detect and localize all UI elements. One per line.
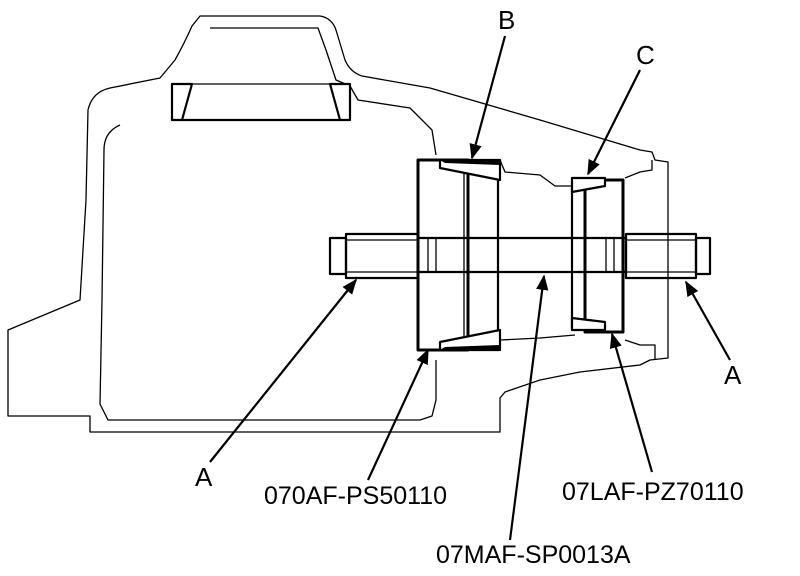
bearing-c-lower bbox=[570, 316, 607, 332]
tool-number-center: 07MAF-SP0013A bbox=[436, 541, 631, 569]
leader-a-right bbox=[685, 280, 731, 361]
shaft-right-end bbox=[694, 236, 712, 276]
labels: B C A A 070AF-PS50110 07LAF-PZ70110 07MA… bbox=[195, 5, 744, 569]
leader-lines bbox=[209, 35, 731, 541]
shaft-left-end bbox=[328, 236, 348, 276]
bearing-c bbox=[570, 176, 607, 332]
housing-right-step bbox=[624, 160, 656, 360]
housing-outer-contour bbox=[7, 15, 669, 433]
shaft-body bbox=[416, 236, 628, 274]
leader-shaft bbox=[508, 274, 549, 541]
left-driver-body bbox=[416, 158, 470, 352]
top-race-right bbox=[328, 82, 352, 122]
top-bearing-race bbox=[170, 82, 352, 122]
top-race-left bbox=[170, 82, 194, 122]
tool-number-right: 07LAF-PZ70110 bbox=[562, 478, 744, 506]
callout-a-right: A bbox=[724, 360, 742, 390]
left-driver-attachment bbox=[416, 158, 500, 352]
tool-number-left: 070AF-PS50110 bbox=[264, 482, 447, 510]
driver-shaft bbox=[328, 232, 712, 280]
bearing-c-upper bbox=[570, 176, 607, 194]
bearing-b bbox=[438, 158, 502, 352]
housing-outline bbox=[7, 15, 669, 433]
leader-right-driver bbox=[609, 332, 654, 473]
right-driver-attachment bbox=[570, 178, 625, 334]
housing-inner-contour bbox=[99, 27, 437, 421]
leader-a-left bbox=[209, 278, 357, 463]
callout-c: C bbox=[636, 40, 655, 70]
housing-step-upper bbox=[499, 159, 575, 187]
leader-c bbox=[587, 69, 641, 176]
callout-a-left: A bbox=[195, 462, 213, 492]
right-driver-body bbox=[583, 178, 625, 334]
housing-step-lower bbox=[499, 334, 576, 341]
leader-b bbox=[469, 35, 507, 160]
callout-b: B bbox=[498, 5, 515, 35]
leader-left-driver bbox=[367, 348, 429, 481]
